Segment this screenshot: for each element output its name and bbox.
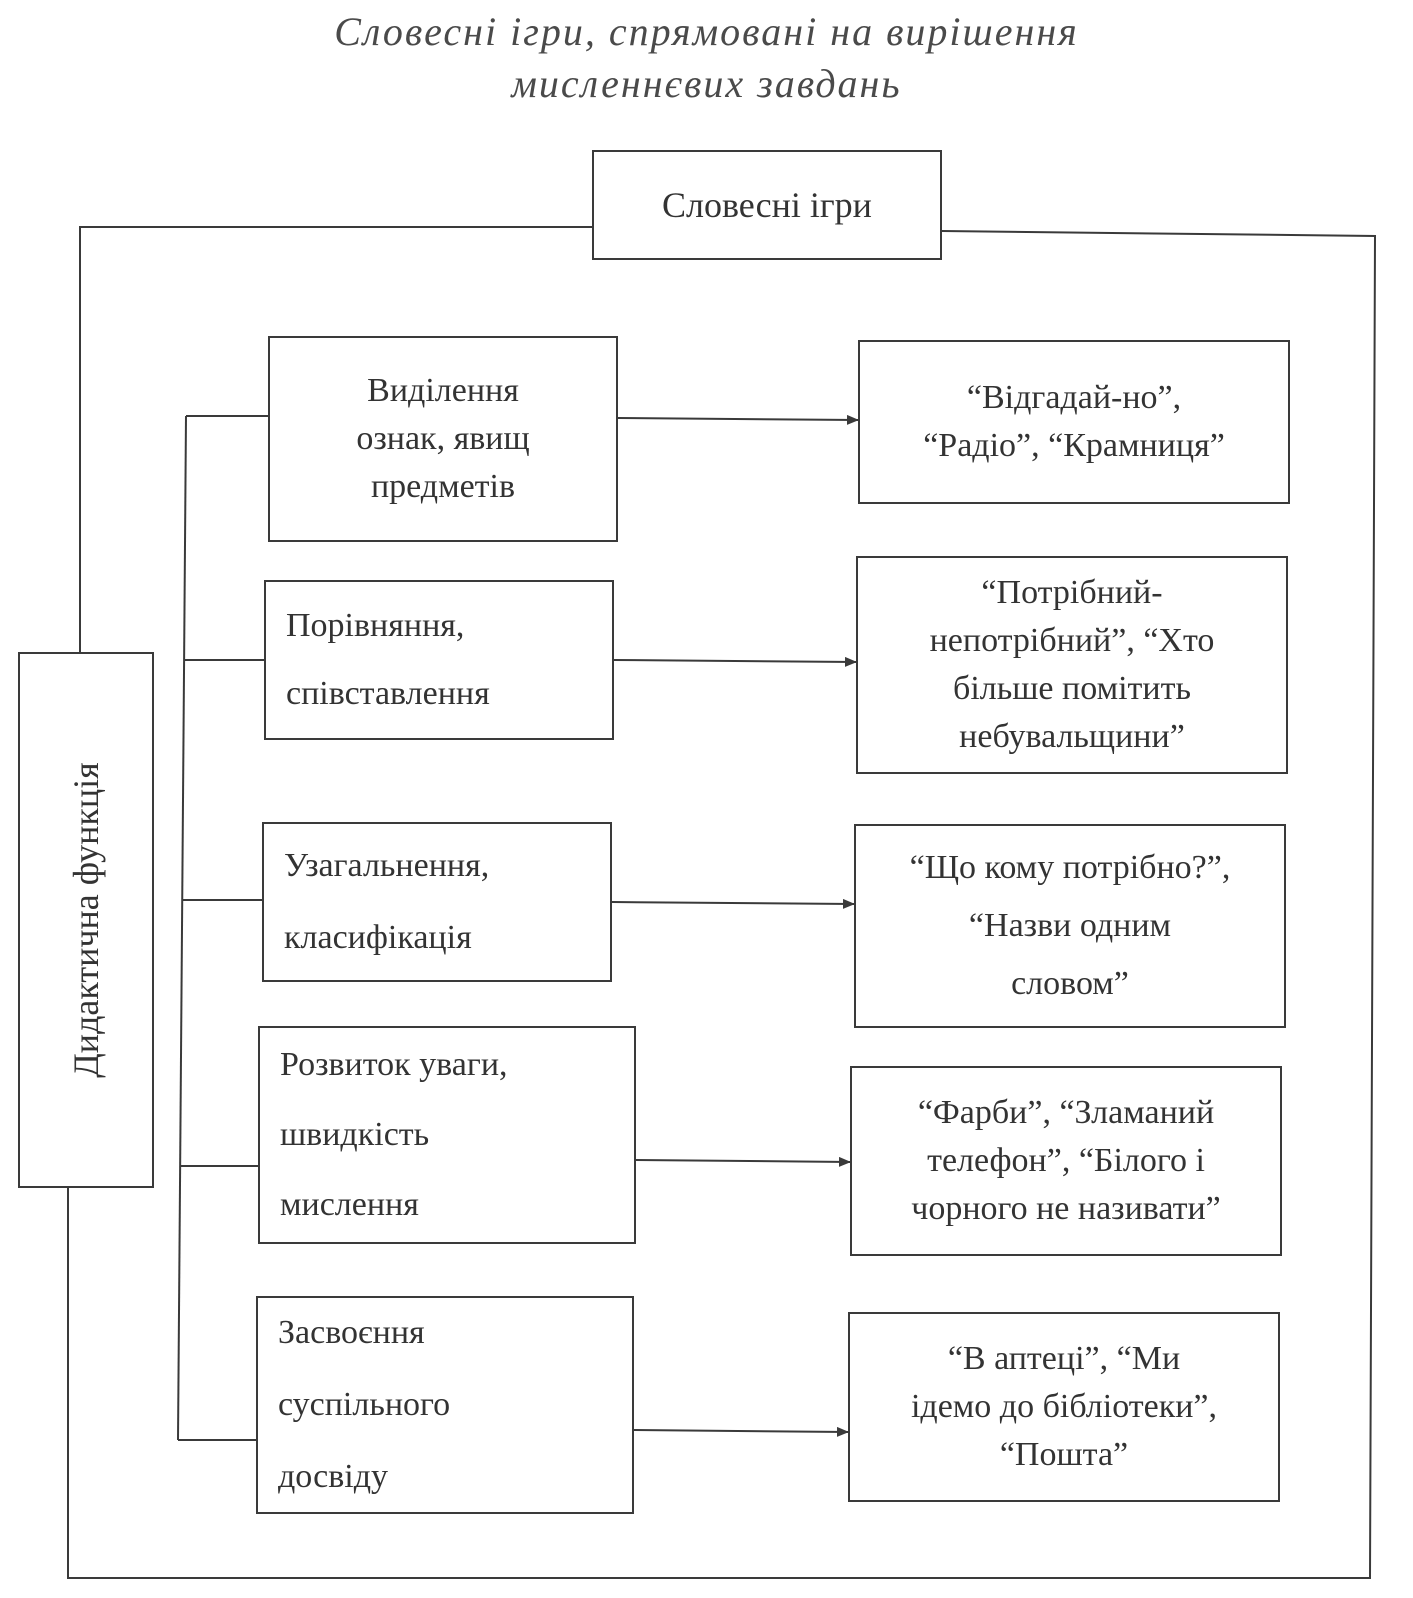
arrow-5 xyxy=(633,1426,849,1437)
function-box-3: Узагальнення, класифікація xyxy=(262,822,612,982)
arrow-3 xyxy=(611,898,855,909)
function-box-1: Виділення ознак, явищ предметів xyxy=(268,336,618,542)
title-line-1: Словесні ігри, спрямовані на вирішення xyxy=(334,9,1079,54)
side-label: Дидактична функція xyxy=(66,762,106,1078)
arrow-2 xyxy=(613,656,857,667)
frame-right-line xyxy=(67,230,1377,1579)
function-label: Розвиток уваги, швидкість мислення xyxy=(280,1046,508,1223)
root-label: Словесні ігри xyxy=(662,185,872,225)
games-label: “Відгадай-но”, “Радіо”, “Крамниця” xyxy=(923,379,1225,464)
arrow-4 xyxy=(635,1156,851,1167)
games-box-3: “Що кому потрібно?”, “Назви одним словом… xyxy=(854,824,1286,1028)
games-label: “Потрібний- непотрібний”, “Хто більше по… xyxy=(929,574,1215,755)
games-label: “В аптеці”, “Ми ідемо до бібліотеки”, “П… xyxy=(910,1340,1218,1473)
games-label: “Що кому потрібно?”, “Назви одним словом… xyxy=(909,849,1231,1002)
side-label-box: Дидактична функція xyxy=(18,652,154,1188)
function-label: Порівняння, співставлення xyxy=(286,607,490,712)
frame-left-line xyxy=(79,226,592,652)
function-box-5: Засвоєння суспільного досвіду xyxy=(256,1296,634,1514)
diagram-title: Словесні ігри, спрямовані на вирішення м… xyxy=(0,6,1413,110)
function-label: Засвоєння суспільного досвіду xyxy=(278,1314,451,1495)
bus-line xyxy=(177,415,187,1441)
function-label: Узагальнення, класифікація xyxy=(284,847,490,956)
title-line-2: мисленнєвих завдань xyxy=(511,61,902,106)
games-box-1: “Відгадай-но”, “Радіо”, “Крамниця” xyxy=(858,340,1290,504)
games-box-2: “Потрібний- непотрібний”, “Хто більше по… xyxy=(856,556,1288,774)
function-label: Виділення ознак, явищ предметів xyxy=(356,372,530,505)
function-box-4: Розвиток уваги, швидкість мислення xyxy=(258,1026,636,1244)
games-label: “Фарби”, “Зламаний телефон”, “Білого і ч… xyxy=(911,1094,1221,1227)
root-box: Словесні ігри xyxy=(592,150,942,260)
games-box-5: “В аптеці”, “Ми ідемо до бібліотеки”, “П… xyxy=(848,1312,1280,1502)
arrow-1 xyxy=(617,414,859,425)
games-box-4: “Фарби”, “Зламаний телефон”, “Білого і ч… xyxy=(850,1066,1282,1256)
function-box-2: Порівняння, співставлення xyxy=(264,580,614,740)
